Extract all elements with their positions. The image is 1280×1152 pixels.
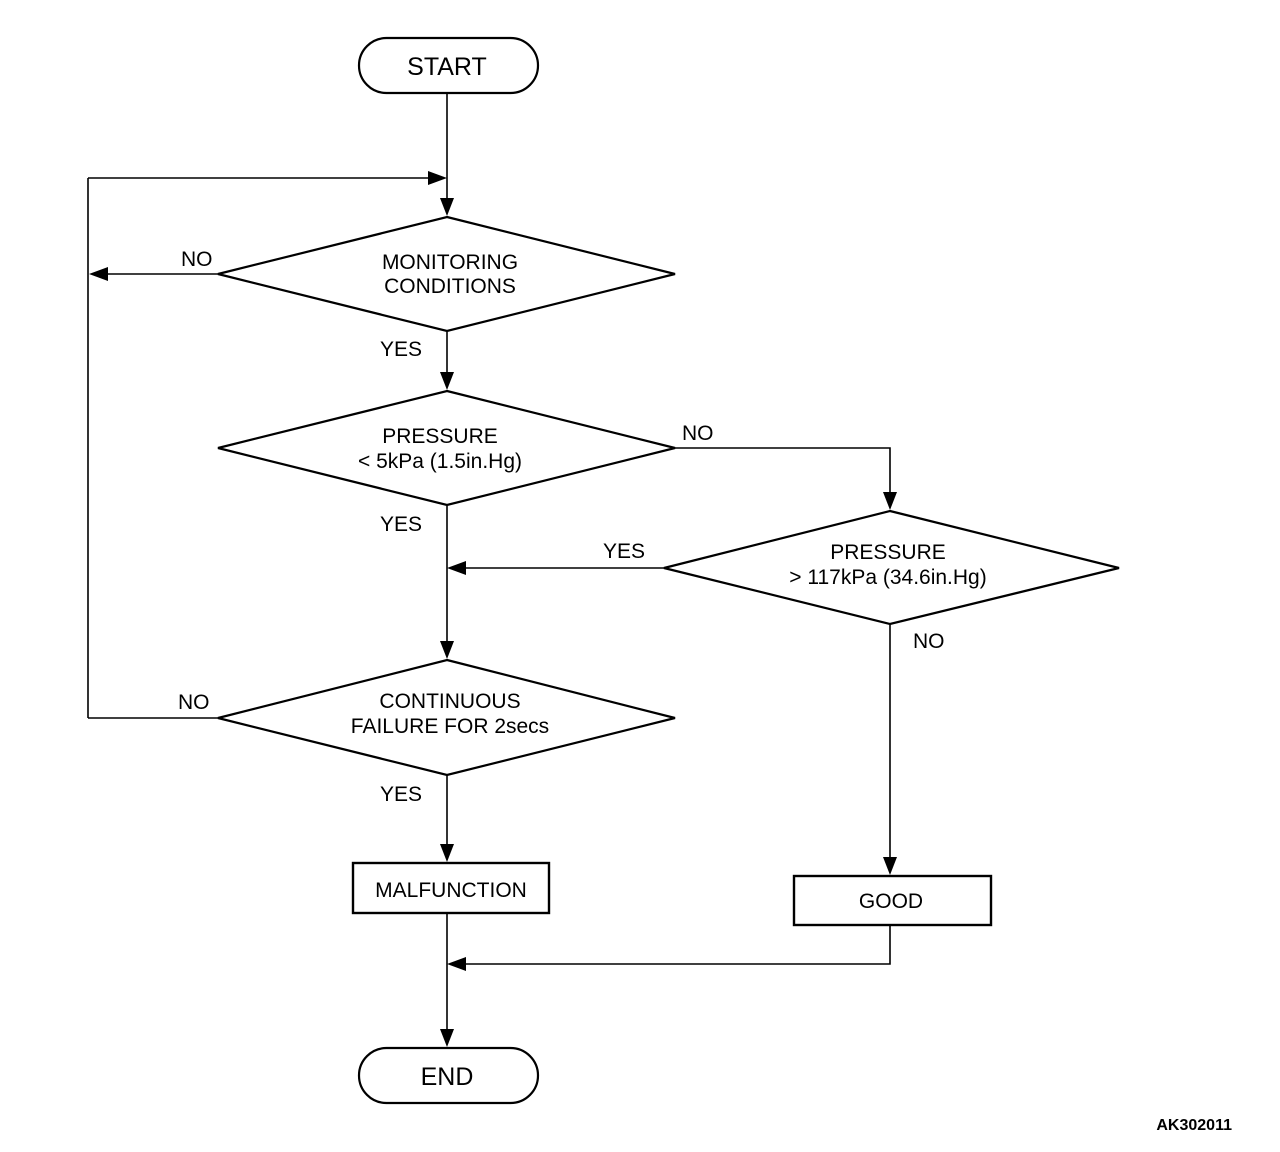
decision-monitoring-conditions: MONITORING CONDITIONS [217,215,676,333]
pressure-high-no-label: NO [913,630,945,653]
decision-pressure-high: PRESSURE > 117kPa (34.6in.Hg) [663,509,1120,626]
monitoring-line2: CONDITIONS [384,275,516,298]
pressure-low-line1: PRESSURE [382,425,498,448]
arrow-into-good [883,857,897,875]
pressure-high-line2: > 117kPa (34.6in.Hg) [789,566,986,589]
start-terminal: START [357,36,540,95]
monitoring-line1: MONITORING [382,251,518,274]
arrow-into-continuous [440,641,454,659]
good-label: GOOD [859,890,923,913]
arrow-monitoring-no-left [89,267,108,281]
arrow-good-return-left [447,957,466,971]
connector-good-to-end [462,926,891,965]
connector-pressure-low-no [675,447,891,496]
connectors [87,94,891,1033]
arrowheads [89,171,897,1047]
monitoring-yes-label: YES [380,338,422,361]
reference-code: AK302011 [1156,1117,1232,1134]
process-good: GOOD [792,874,993,927]
end-terminal: END [357,1046,540,1105]
arrow-into-end [440,1029,454,1047]
decision-continuous-failure: CONTINUOUS FAILURE FOR 2secs [217,658,676,777]
decision-pressure-low: PRESSURE < 5kPa (1.5in.Hg) [217,389,676,507]
pressure-low-yes-label: YES [380,513,422,536]
continuous-line2: FAILURE FOR 2secs [351,715,549,738]
start-label: START [407,53,487,81]
arrow-pressure-high-yes-left [447,561,466,575]
end-label: END [421,1063,474,1091]
pressure-high-line1: PRESSURE [830,541,946,564]
arrow-into-monitoring [440,198,454,216]
continuous-no-label: NO [178,691,210,714]
pressure-low-no-label: NO [682,422,714,445]
monitoring-no-label: NO [181,248,213,271]
arrow-into-malfunction [440,844,454,862]
pressure-high-yes-label: YES [603,540,645,563]
arrow-loop-top-right [428,171,447,185]
arrow-into-pressure-low [440,372,454,390]
pressure-low-line2: < 5kPa (1.5in.Hg) [358,450,522,473]
branch-labels: NO YES NO YES YES NO NO YES [178,248,945,806]
continuous-yes-label: YES [380,783,422,806]
arrow-into-pressure-high [883,492,897,510]
continuous-line1: CONTINUOUS [379,690,520,713]
malfunction-label: MALFUNCTION [375,879,527,902]
process-malfunction: MALFUNCTION [351,861,551,915]
